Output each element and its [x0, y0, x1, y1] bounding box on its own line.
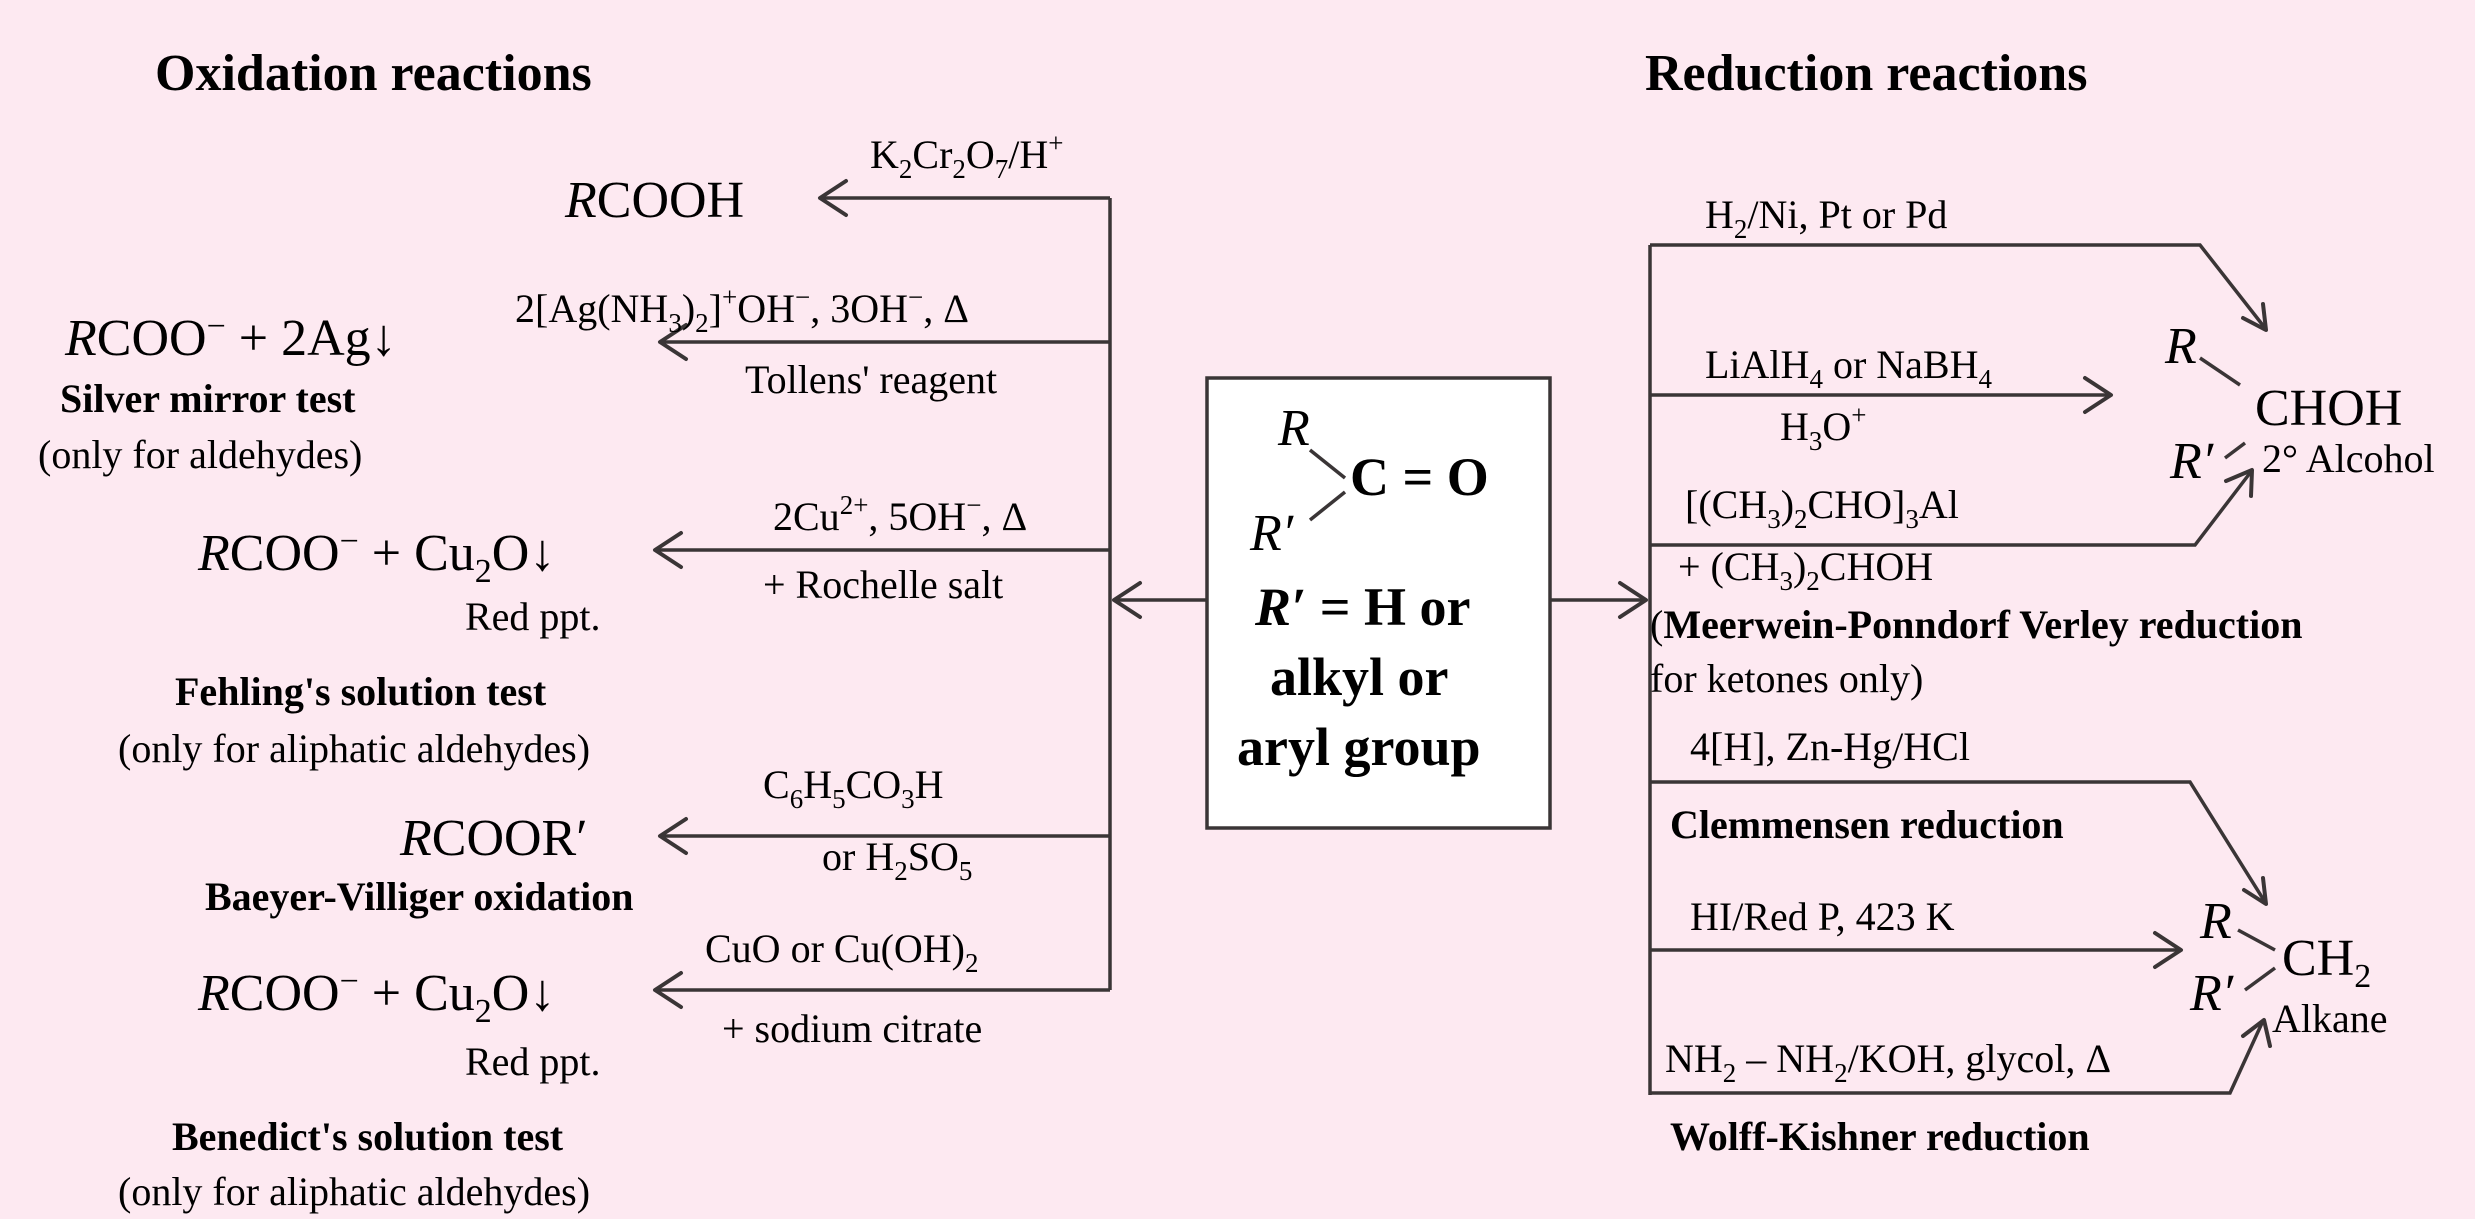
wolff-name: Wolff-Kishner reduction: [1670, 1114, 2090, 1159]
center-box-frame: [1205, 376, 1552, 830]
alcohol-r-prime: R′: [2169, 433, 2215, 490]
center-bond-top: [1308, 448, 1347, 480]
alkane-bond-bottom: [2243, 966, 2277, 992]
fehling-ppt: Red ppt.: [465, 594, 601, 639]
wolff-path: [1650, 1022, 2264, 1095]
wolff-arrowhead: [2241, 1018, 2272, 1048]
center-r-prime: R′: [1249, 505, 1295, 562]
clemmensen-path: [1650, 780, 2267, 903]
center-right-arrowhead: [1618, 581, 1648, 619]
center-compound-box: R C = O R′ R′ = H or alkyl or aryl group: [1205, 376, 1552, 830]
tollens-reagent: 2[Ag(NH3)2]+OH−, 3OH−, Δ: [515, 282, 969, 338]
center-line3: aryl group: [1237, 717, 1481, 777]
alkane-r: R: [2199, 893, 2232, 950]
baeyer-reagent-extra: or H2SO5: [822, 834, 972, 886]
lialh4-workup: H3O+: [1780, 400, 1867, 456]
center-line1: R′ = H or: [1254, 577, 1470, 637]
fehling-product: RCOO− + Cu2O↓: [197, 523, 555, 590]
alcohol-r: R: [2164, 318, 2197, 375]
wolff-reagent: NH2 – NH2/KOH, glycol, Δ: [1665, 1036, 2111, 1088]
fehling-test-name: Fehling's solution test: [175, 669, 547, 714]
benedict-test-name: Benedict's solution test: [172, 1114, 564, 1159]
tollens-arrowhead: [658, 323, 688, 361]
fehling-note: (only for aliphatic aldehydes): [118, 726, 590, 771]
clemmensen-name: Clemmensen reduction: [1670, 802, 2064, 847]
baeyer-arrowhead: [658, 817, 688, 855]
benedict-note: (only for aliphatic aldehydes): [118, 1169, 590, 1214]
mpv-name-rest: for ketones only): [1650, 656, 1923, 701]
lialh4-reagent: LiAlH4 or NaBH4: [1705, 342, 1992, 394]
tollens-note: (only for aldehydes): [38, 432, 362, 477]
kmno-arrowhead: [818, 179, 848, 217]
center-line2: alkyl or: [1270, 647, 1449, 707]
tollens-reagent-name: Tollens' reagent: [745, 357, 997, 402]
benedict-product: RCOO− + Cu2O↓: [197, 963, 555, 1030]
baeyer-product: RCOOR′: [399, 810, 588, 867]
heading-reduction: Reduction reactions: [1645, 45, 2087, 102]
mpv-reagent: [(CH3)2CHO]3Al: [1685, 482, 1959, 534]
tollens-test-name: Silver mirror test: [60, 376, 356, 421]
h2-path: [1650, 243, 2267, 330]
center-bond-bottom: [1308, 490, 1347, 522]
mpv-reagent-extra: + (CH3)2CHOH: [1678, 544, 1933, 596]
tollens-product: RCOO− + 2Ag↓: [64, 308, 397, 367]
fehling-arrowhead: [653, 531, 683, 569]
mpv-arrowhead: [2224, 468, 2254, 498]
mpv-path: [1650, 471, 2252, 547]
fehling-reagent: 2Cu2+, 5OH−, Δ: [773, 490, 1027, 539]
benedict-reagent-extra: + sodium citrate: [722, 1006, 982, 1051]
benedict-arrowhead: [653, 971, 683, 1009]
center-carbonyl: C = O: [1350, 447, 1489, 507]
center-r: R: [1277, 400, 1310, 457]
heading-oxidation: Oxidation reactions: [155, 45, 592, 102]
alcohol-formula: CHOH: [2255, 380, 2402, 437]
fehling-reagent-extra: + Rochelle salt: [763, 562, 1003, 607]
alcohol-bond-top: [2199, 356, 2241, 387]
mpv-name: (Meerwein-Ponndorf Verley reduction: [1650, 602, 2303, 647]
h2-arrowhead: [2241, 302, 2268, 332]
benedict-ppt: Red ppt.: [465, 1039, 601, 1084]
baeyer-reagent: C6H5CO3H: [763, 762, 944, 814]
alkane-r-prime: R′: [2189, 965, 2235, 1022]
clemmensen-reagent: 4[H], Zn-Hg/HCl: [1690, 724, 1970, 769]
alkane-formula: CH2: [2282, 930, 2371, 995]
center-left-arrowhead: [1112, 581, 1142, 619]
benedict-reagent: CuO or Cu(OH)2: [705, 926, 978, 978]
clemmensen-arrowhead: [2242, 876, 2268, 906]
alcohol-label: 2° Alcohol: [2262, 436, 2435, 481]
lialh4-arrowhead: [2083, 376, 2113, 414]
kmno-product: RCOOH: [564, 172, 744, 229]
alkane-label: Alkane: [2272, 996, 2388, 1041]
baeyer-name: Baeyer-Villiger oxidation: [205, 874, 633, 919]
kmno-reagent: K2Cr2O7/H+: [870, 128, 1064, 184]
hi-reagent: HI/Red P, 423 K: [1690, 894, 1955, 939]
hi-arrowhead: [2153, 931, 2183, 969]
h2-reagent: H2/Ni, Pt or Pd: [1705, 192, 1947, 244]
alcohol-bond-bottom: [2223, 441, 2247, 460]
alkane-bond-top: [2237, 928, 2276, 952]
